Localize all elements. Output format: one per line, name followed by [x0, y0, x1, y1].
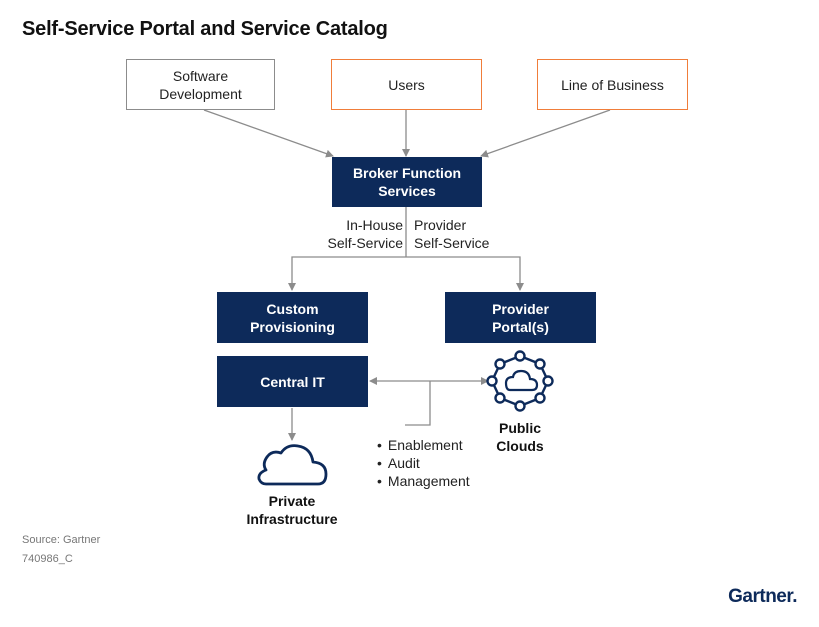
cloud-icon [257, 444, 328, 486]
arrow-software-to-broker [203, 109, 334, 158]
central-it-box: Central IT [217, 356, 368, 407]
custom-provisioning-box: Custom Provisioning [217, 292, 368, 343]
in-house-self-service-label: In-House Self-Service [327, 217, 403, 251]
provider-portals-box: Provider Portal(s) [445, 292, 596, 343]
line-of-business-box: Line of Business [537, 59, 688, 110]
private-infrastructure-caption: Private Infrastructure [246, 493, 338, 527]
management-list: Enablement Audit Management [377, 436, 470, 490]
gartner-logo: Gartner. [728, 586, 797, 607]
page-title: Self-Service Portal and Service Catalog [22, 18, 388, 40]
provider-self-service-label: Provider Self-Service [414, 217, 490, 251]
bracket-management [405, 381, 431, 426]
cloud-network-icon [486, 350, 554, 412]
list-item: Management [377, 472, 470, 490]
public-clouds-caption: Public Clouds [496, 420, 544, 454]
list-item: Enablement [377, 436, 470, 454]
broker-function-services-box: Broker Function Services [332, 157, 482, 207]
users-box: Users [331, 59, 482, 110]
figure-id: 740986_C [22, 553, 73, 565]
arrow-to-provider-portals [406, 256, 524, 291]
arrow-lob-to-broker [480, 109, 611, 158]
source-note: Source: Gartner [22, 534, 101, 546]
software-development-box: Software Development [126, 59, 275, 110]
arrow-to-custom-provisioning [288, 256, 406, 291]
list-item: Audit [377, 454, 470, 472]
